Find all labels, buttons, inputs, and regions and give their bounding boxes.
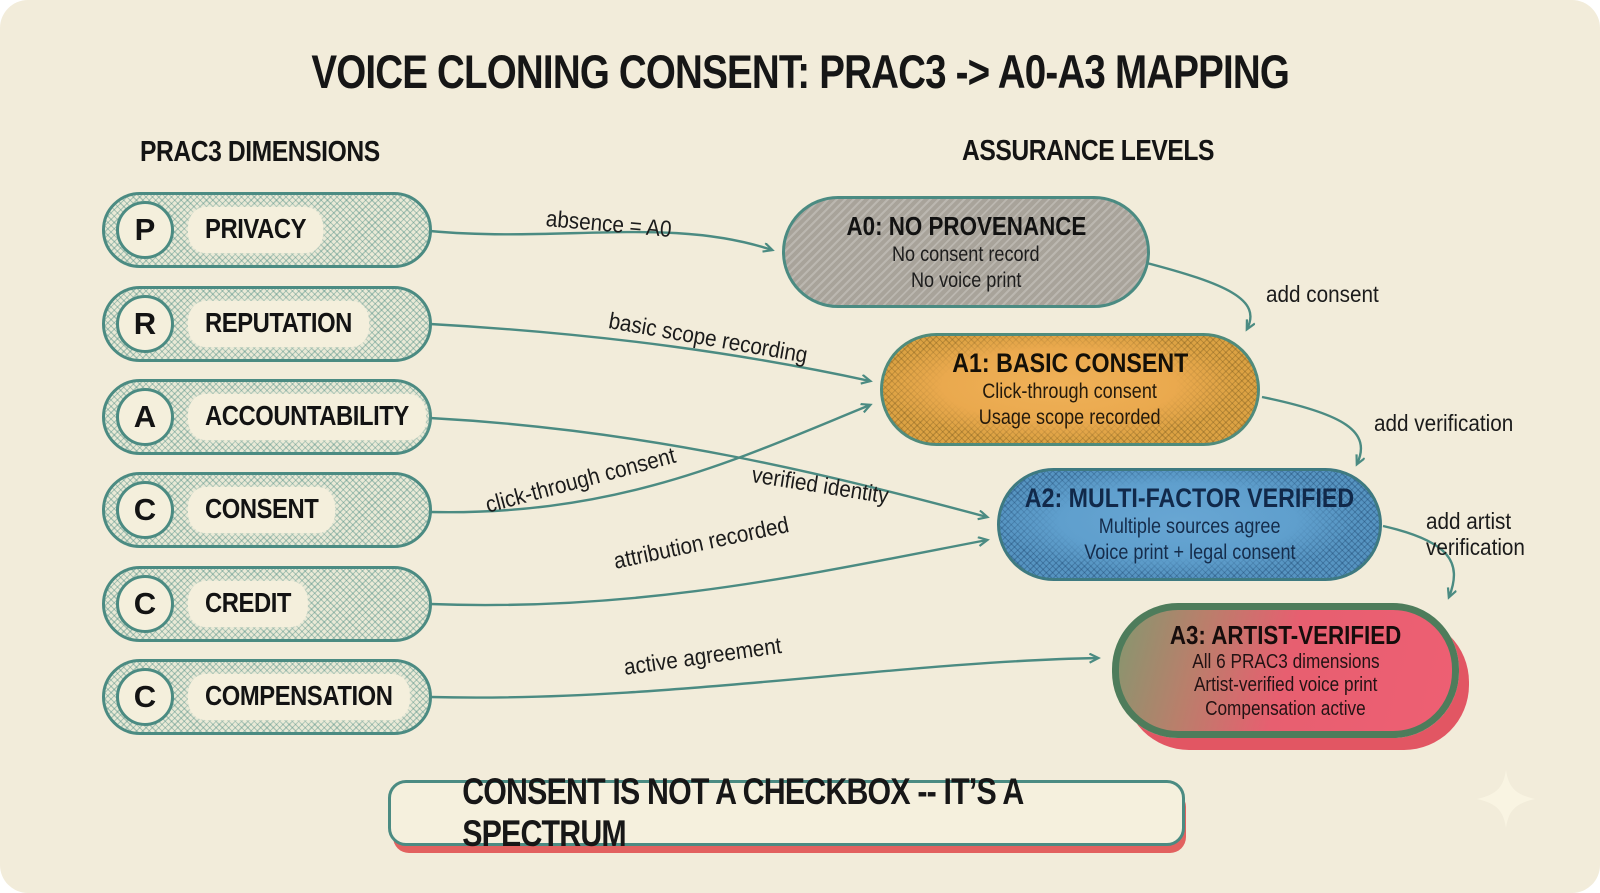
level-a2-multi-factor-verified: A2: MULTI-FACTOR VERIFIED Multiple sourc…	[997, 468, 1382, 581]
level-detail: Multiple sources agree	[1098, 515, 1281, 539]
level-detail: Usage scope recorded	[979, 406, 1161, 429]
dimension-privacy: P PRIVACY	[102, 192, 432, 268]
edge-label-add-consent: add consent	[1266, 281, 1379, 307]
page-title: VOICE CLONING CONSENT: PRAC3 -> A0-A3 MA…	[311, 45, 1290, 98]
level-detail: All 6 PRAC3 dimensions	[1191, 650, 1380, 673]
dimension-label: COMPENSATION	[188, 674, 410, 720]
level-a3-artist-verified: A3: ARTIST-VERIFIED All 6 PRAC3 dimensio…	[1112, 603, 1459, 738]
level-detail: No consent record	[892, 242, 1040, 266]
level-title: A0: NO PROVENANCE	[846, 210, 1086, 241]
level-detail: Click-through consent	[982, 380, 1158, 404]
dimension-label: PRIVACY	[188, 207, 324, 253]
edge-label-add-verification: add verification	[1374, 410, 1514, 436]
level-detail: Artist-verified voice print	[1193, 674, 1378, 697]
prac3-dimensions-header: PRAC3 DIMENSIONS	[140, 136, 380, 168]
dimension-accountability: A ACCOUNTABILITY	[102, 379, 432, 455]
level-title: A2: MULTI-FACTOR VERIFIED	[1024, 483, 1355, 514]
dimension-letter-badge: C	[116, 481, 174, 539]
dimension-credit: C CREDIT	[102, 566, 432, 642]
level-a1-basic-consent: A1: BASIC CONSENT Click-through consent …	[880, 333, 1260, 446]
level-a0-no-provenance: A0: NO PROVENANCE No consent record No v…	[782, 196, 1150, 308]
level-detail: Compensation active	[1205, 697, 1366, 720]
dimension-label: CREDIT	[188, 581, 309, 627]
dimension-reputation: R REPUTATION	[102, 286, 432, 362]
edge-label-add-artist-verification: add artist verification	[1426, 508, 1525, 561]
dimension-letter-badge: R	[116, 295, 174, 353]
sparkle-icon	[1477, 770, 1535, 828]
dimension-letter-badge: P	[116, 201, 174, 259]
footer-banner: CONSENT IS NOT A CHECKBOX -- IT’S A SPEC…	[388, 771, 1185, 854]
assurance-levels-header: ASSURANCE LEVELS	[962, 135, 1215, 167]
dimension-label: ACCOUNTABILITY	[188, 394, 426, 440]
level-detail: No voice print	[910, 268, 1022, 292]
dimension-label: REPUTATION	[188, 301, 369, 347]
level-title: A3: ARTIST-VERIFIED	[1169, 619, 1402, 650]
dimension-compensation: C COMPENSATION	[102, 659, 432, 735]
level-title: A1: BASIC CONSENT	[951, 348, 1189, 379]
footer-banner-text: CONSENT IS NOT A CHECKBOX -- IT’S A SPEC…	[462, 771, 1023, 854]
dimension-letter-badge: A	[116, 388, 174, 446]
dimension-letter-badge: C	[116, 668, 174, 726]
dimension-label: CONSENT	[188, 487, 336, 533]
dimension-letter-badge: C	[116, 575, 174, 633]
level-detail: Voice print + legal consent	[1083, 541, 1296, 564]
dimension-consent: C CONSENT	[102, 472, 432, 548]
